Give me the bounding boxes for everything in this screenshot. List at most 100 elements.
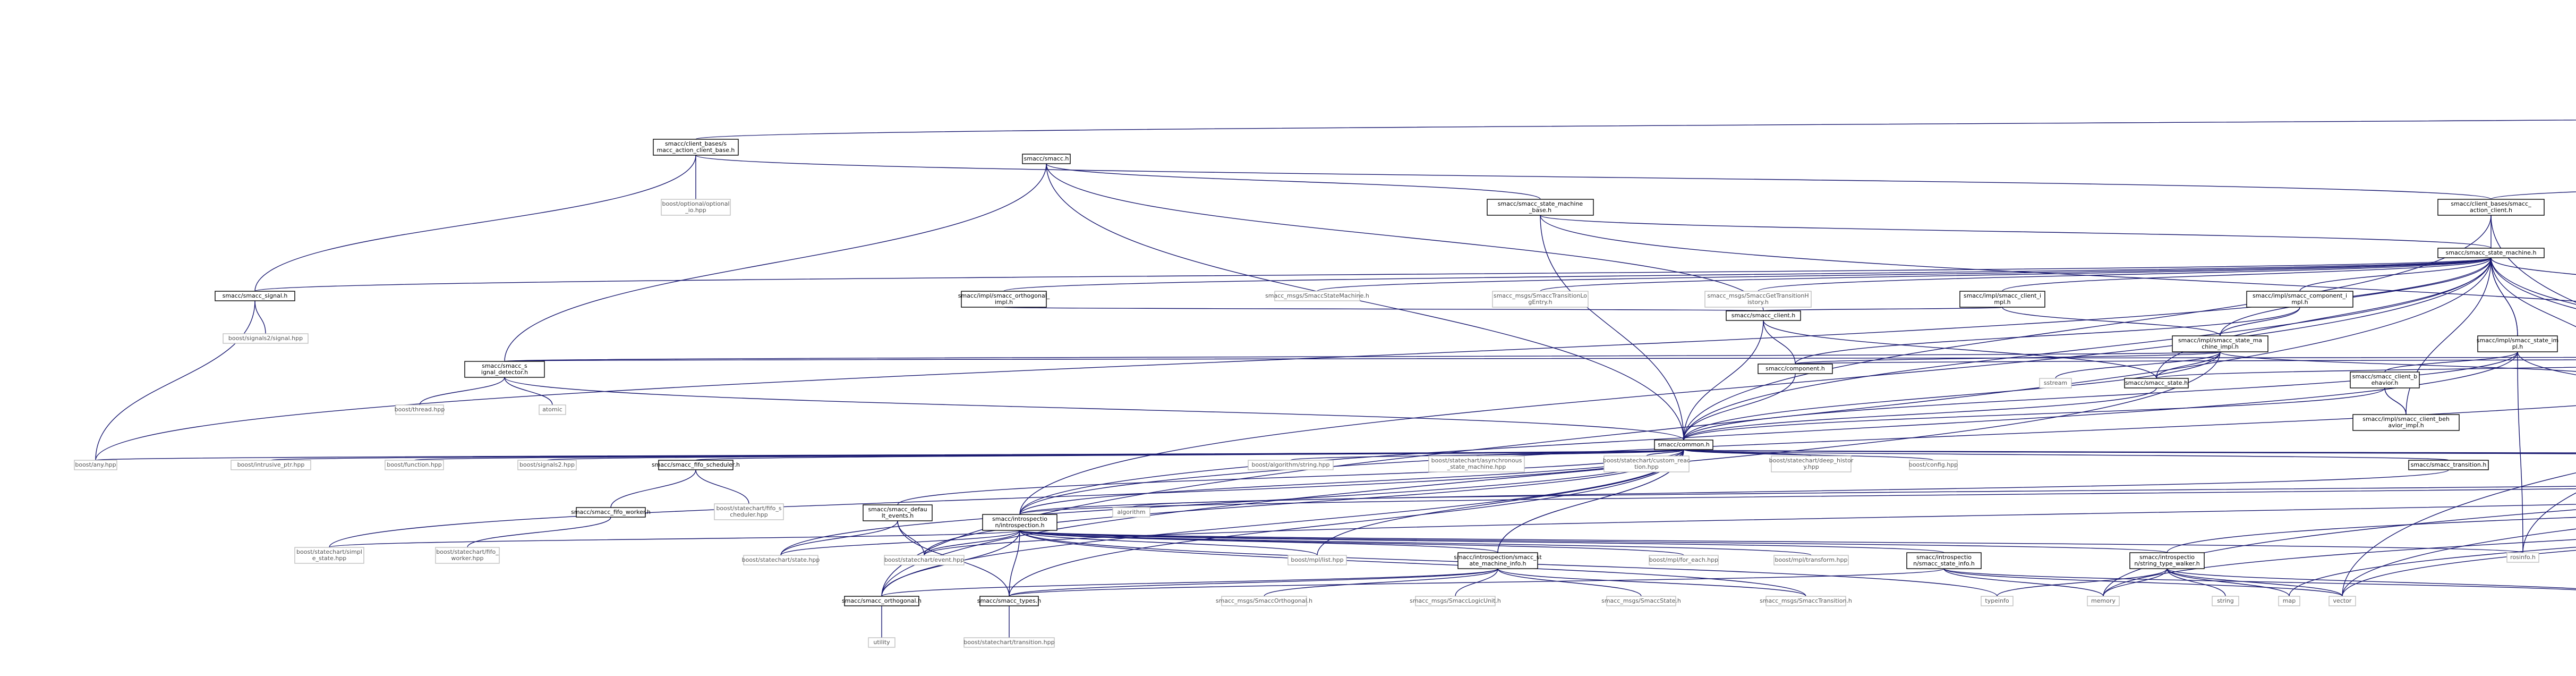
node-boost-any[interactable]: boost/any.hpp [74,460,117,470]
node-smacc-state[interactable]: smacc/smacc_state.h [2124,378,2189,388]
edge-smacc-h-to-smacc-client [1046,163,1764,311]
node-box [1771,455,1852,472]
node-mpl-for-each[interactable]: boost/mpl/for_each.hpp [1649,555,1719,565]
node-label: smacc/smacc_fifo_worker.h [571,509,651,516]
edge-smacc-state-machine-base-to-smacc-state-machine [1540,215,2492,249]
node-msgs-StateMachine[interactable]: smacc_msgs/SmaccStateMachine.h [1265,291,1369,301]
node-smacc-client[interactable]: smacc/smacc_client.h [1726,310,1801,321]
edge-state-info-to-functional [1943,568,2576,590]
node-typeinfo[interactable]: typeinfo [1981,596,2014,606]
node-optional-io[interactable]: boost/optional/optional_io.hpp [661,199,731,216]
node-msgs-SmaccLogicUnit[interactable]: smacc_msgs/SmaccLogicUnit.h [1410,596,1501,606]
node-boost-function[interactable]: boost/function.hpp [385,460,444,470]
node-signals2-signal[interactable]: boost/signals2/signal.hpp [223,333,309,344]
node-async-sm[interactable]: boost/statechart/asynchronous_state_mach… [1428,455,1525,472]
node-intrusive-ptr[interactable]: boost/intrusive_ptr.hpp [231,460,311,470]
edge-smacc-state-to-common [1683,387,2157,441]
node-box [517,460,577,470]
node-map[interactable]: map [2278,596,2300,606]
node-boost-signals2[interactable]: boost/signals2.hpp [517,460,577,470]
node-box [963,637,1055,648]
node-algorithm-string[interactable]: boost/algorithm/string.hpp [1248,460,1334,470]
node-memory[interactable]: memory [2087,596,2120,606]
node-boost-thread[interactable]: boost/thread.hpp [395,404,445,415]
node-statechart-state[interactable]: boost/statechart/state.hpp [742,555,820,565]
node-smacc-transition[interactable]: smacc/smacc_transition.h [2408,460,2489,470]
node-label: boost/statechart/state.hpp [742,556,820,563]
node-vector[interactable]: vector [2328,596,2356,606]
node-impl-orthogonal-impl[interactable]: smacc/impl/smacc_orthogonal_impl.h [958,291,1050,308]
node-smacc-h[interactable]: smacc/smacc.h [1022,154,1071,164]
node-smacc-types[interactable]: smacc/smacc_types.h [977,596,1042,606]
edge-logic-unit-base-to-map [2289,546,2576,597]
node-box [1758,364,1833,374]
node-fifo-worker-hpp[interactable]: boost/statechart/fifo_worker.hpp [435,547,500,564]
node-sstream[interactable]: sstream [2039,378,2072,388]
node-label: smacc/smacc_client.h [1731,312,1795,319]
edge-introspection-to-mpl-transform [1019,530,1812,556]
node-fifo-worker[interactable]: smacc/smacc_fifo_worker.h [571,507,651,518]
edge-planner-switcher-to-vector [2342,472,2576,597]
node-label: smacc/smacc_state_machine_base.h [1498,200,1583,214]
node-label: typeinfo [1985,597,2009,604]
edge-odom-tracker-to-smacc-component [1795,359,2576,365]
node-label: boost/mpl/transform.hpp [1775,556,1847,563]
node-utility[interactable]: utility [868,637,895,648]
node-label: boost/config.hpp [1909,461,1958,468]
node-algorithm[interactable]: algorithm [1112,507,1150,518]
node-smacc-component[interactable]: smacc/component.h [1758,364,1833,374]
node-atomic[interactable]: atomic [539,404,566,415]
node-msgs-SmaccTransition[interactable]: smacc_msgs/SmaccTransition.h [1760,596,1852,606]
node-label: smacc/smacc_state_machine.h [2446,249,2537,256]
node-smacc-state-machine-base[interactable]: smacc/smacc_state_machine_base.h [1487,199,1594,216]
node-common[interactable]: smacc/common.h [1654,440,1713,450]
node-smacc-signal[interactable]: smacc/smacc_signal.h [215,291,295,301]
node-box [2506,552,2539,563]
node-mpl-transform[interactable]: boost/mpl/transform.hpp [1773,555,1849,565]
node-label: boost/intrusive_ptr.hpp [237,461,305,468]
node-string[interactable]: string [2212,596,2239,606]
node-statechart-event[interactable]: boost/statechart/event.hpp [884,555,965,565]
node-fifo-scheduler[interactable]: smacc/smacc_fifo_scheduler.h [652,460,740,470]
node-client-bases-action-client[interactable]: smacc/client_bases/smacc_action_client.h [2437,199,2545,216]
node-box [1457,552,1538,569]
node-rosinfo[interactable]: rosinfo.h [2506,552,2539,563]
edge-common-to-fifo-scheduler [695,449,1684,461]
node-orthogonal[interactable]: smacc/smacc_orthogonal.h [842,596,922,606]
node-box [74,460,117,470]
edge-common-to-smacc-transition [1683,449,2449,461]
node-statechart-transition[interactable]: boost/statechart/transition.hpp [963,637,1055,648]
node-smacc-state-machine[interactable]: smacc/smacc_state_machine.h [2437,248,2545,258]
node-boost-config[interactable]: boost/config.hpp [1909,460,1958,470]
edge-string-type-walker-to-string [2166,568,2226,597]
node-label: smacc/common.h [1658,441,1709,448]
node-msgs-SmaccOrthogonal[interactable]: smacc_msgs/SmaccOrthogonal.h [1216,596,1312,606]
node-msgs-SmaccState[interactable]: smacc_msgs/SmaccState.h [1601,596,1681,606]
node-box [1773,555,1849,565]
node-box [2172,335,2268,352]
node-mpl-list[interactable]: boost/mpl/list.hpp [1287,555,1347,565]
edge-planner-switcher-to-client-bases-action-client [2490,191,2576,200]
